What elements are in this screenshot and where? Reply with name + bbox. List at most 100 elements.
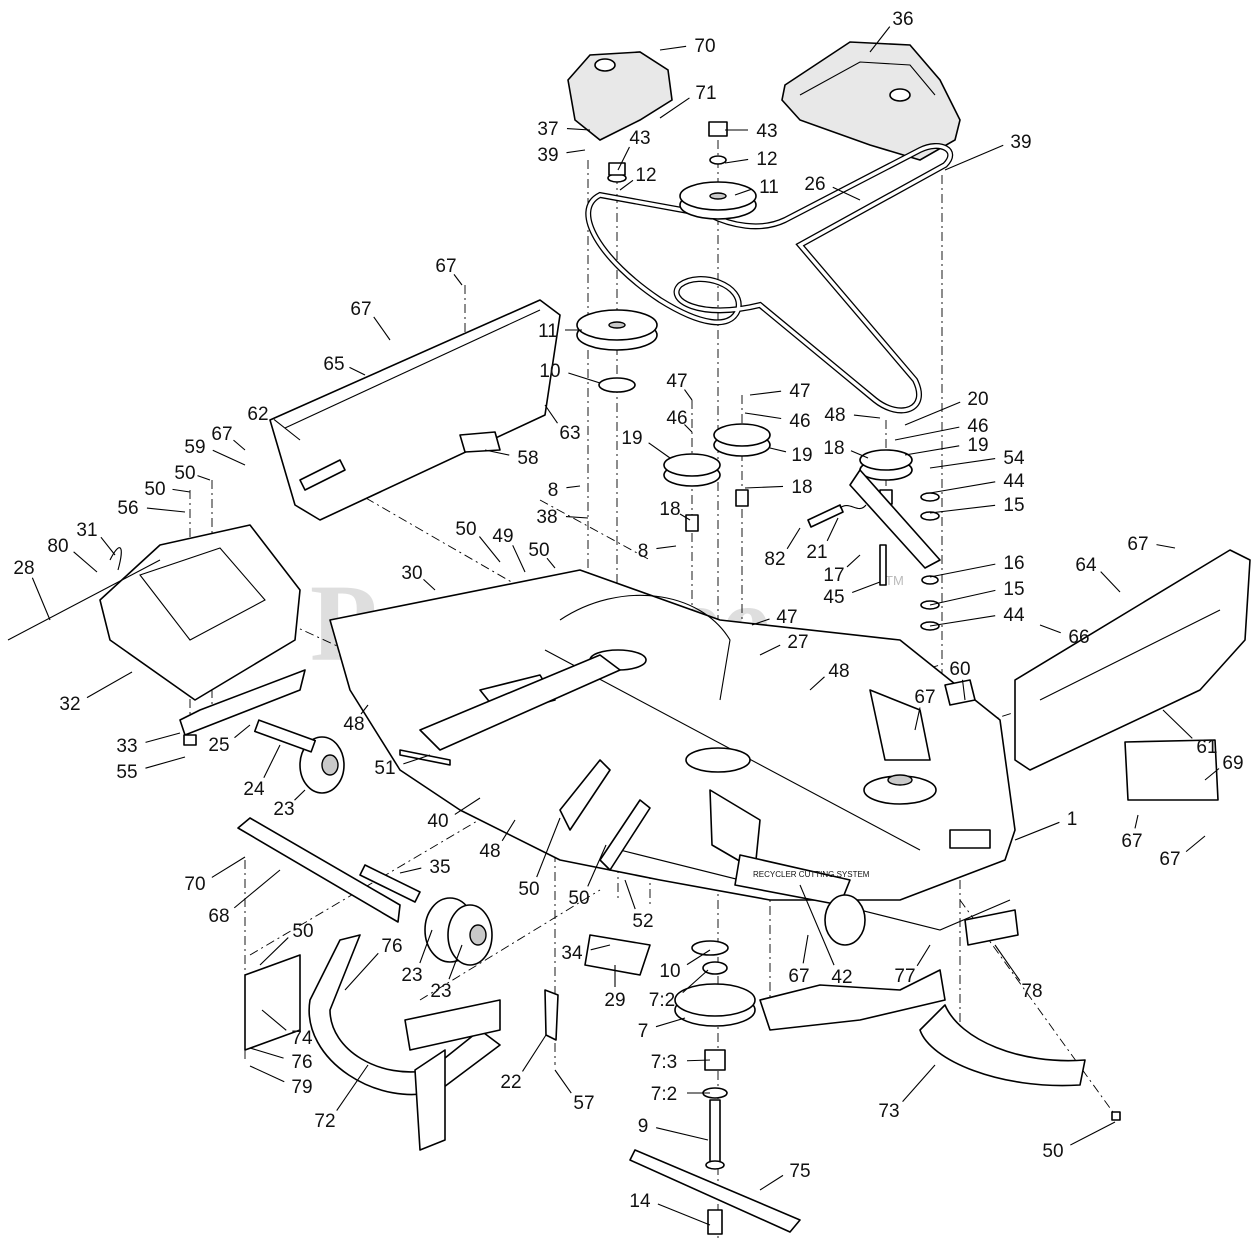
callout-60: 60 bbox=[949, 659, 971, 701]
callout-number: 48 bbox=[828, 661, 849, 682]
leader-line bbox=[832, 186, 861, 201]
leader-line bbox=[682, 969, 709, 994]
leader-line bbox=[479, 536, 501, 563]
leader-line bbox=[423, 578, 436, 591]
leader-line bbox=[656, 545, 677, 550]
callout-23: 23 bbox=[430, 944, 463, 1002]
leader-line bbox=[73, 551, 98, 573]
callout-31: 31 bbox=[76, 520, 116, 556]
callout-number: 8 bbox=[638, 541, 649, 562]
callout-number: 40 bbox=[427, 811, 448, 832]
callout-number: 11 bbox=[759, 177, 779, 198]
callout-number: 65 bbox=[323, 354, 344, 375]
callout-number: 16 bbox=[1003, 553, 1024, 574]
callout-number: 59 bbox=[184, 437, 205, 458]
callout-19: 19 bbox=[621, 428, 671, 459]
callout-number: 19 bbox=[621, 428, 642, 449]
callout-number: 50 bbox=[1042, 1141, 1063, 1162]
callout-69: 69 bbox=[1204, 753, 1244, 781]
callout-number: 43 bbox=[756, 121, 777, 142]
callout-number: 46 bbox=[967, 416, 988, 437]
leader-line bbox=[869, 26, 891, 53]
callout-7: 7 bbox=[638, 1017, 686, 1042]
callout-number: 72 bbox=[314, 1111, 335, 1132]
callout-number: 47 bbox=[789, 381, 810, 402]
leader-line bbox=[1070, 1121, 1116, 1146]
callout-number: 75 bbox=[789, 1161, 810, 1182]
callout-50: 50 bbox=[518, 817, 561, 900]
leader-line bbox=[546, 557, 556, 569]
leader-line bbox=[233, 439, 246, 451]
callout-1: 1 bbox=[1014, 809, 1077, 841]
leader-line bbox=[448, 944, 463, 980]
callout-54: 54 bbox=[929, 448, 1025, 469]
leader-line bbox=[619, 179, 634, 191]
callout-28: 28 bbox=[13, 558, 51, 621]
callout-number: 73 bbox=[878, 1101, 899, 1122]
callout-number: 22 bbox=[500, 1072, 521, 1093]
leader-line bbox=[656, 1127, 709, 1141]
callout-number: 69 bbox=[1222, 753, 1243, 774]
leader-line bbox=[1185, 835, 1206, 853]
callout-22: 22 bbox=[500, 1034, 547, 1093]
callout-15: 15 bbox=[929, 579, 1025, 606]
callout-number: 24 bbox=[243, 779, 265, 800]
callout-46: 46 bbox=[744, 411, 811, 432]
callout-number: 17 bbox=[823, 565, 844, 586]
callout-number: 64 bbox=[1075, 555, 1097, 576]
leader-line bbox=[786, 527, 801, 550]
callout-17: 17 bbox=[823, 554, 861, 586]
callout-number: 74 bbox=[291, 1028, 313, 1049]
callout-number: 66 bbox=[1068, 627, 1089, 648]
callout-24: 24 bbox=[243, 744, 281, 800]
callout-48: 48 bbox=[809, 661, 850, 691]
leader-line bbox=[522, 1034, 547, 1072]
callout-number: 26 bbox=[804, 174, 825, 195]
callout-67: 67 bbox=[211, 424, 246, 451]
leader-line bbox=[853, 414, 881, 419]
callout-number: 67 bbox=[914, 687, 935, 708]
mower-deck: RECYCLER CUTTING SYSTEM bbox=[329, 569, 1016, 931]
callout-66: 66 bbox=[1039, 624, 1090, 648]
callout-68: 68 bbox=[208, 869, 281, 927]
leader-line bbox=[249, 1065, 285, 1083]
callout-48: 48 bbox=[479, 819, 516, 862]
leader-line bbox=[146, 507, 186, 513]
leader-line bbox=[617, 146, 630, 171]
callout-20: 20 bbox=[904, 389, 989, 426]
callout-number: 56 bbox=[117, 498, 138, 519]
leader-line bbox=[769, 447, 787, 453]
callout-72: 72 bbox=[314, 1064, 369, 1132]
callout-number: 7:3 bbox=[651, 1052, 677, 1073]
leader-line bbox=[1162, 709, 1193, 739]
callout-58: 58 bbox=[484, 448, 539, 469]
callout-50: 50 bbox=[174, 463, 211, 484]
callout-number: 67 bbox=[211, 424, 232, 445]
callout-number: 39 bbox=[537, 145, 558, 166]
callout-number: 50 bbox=[518, 879, 539, 900]
leader-line bbox=[759, 1174, 784, 1191]
callout-number: 67 bbox=[1121, 831, 1142, 852]
callout-67: 67 bbox=[1159, 835, 1206, 870]
leader-line bbox=[929, 615, 996, 627]
callout-38: 38 bbox=[536, 507, 589, 528]
leader-line bbox=[624, 879, 636, 910]
callout-59: 59 bbox=[184, 437, 246, 466]
callout-48: 48 bbox=[343, 704, 369, 735]
leader-line bbox=[100, 536, 116, 556]
callout-10: 10 bbox=[539, 361, 601, 384]
callout-63: 63 bbox=[544, 404, 581, 444]
anti-scalp-wheels bbox=[253, 719, 866, 966]
callout-16: 16 bbox=[929, 553, 1025, 578]
callout-number: 7:2 bbox=[651, 1084, 677, 1105]
leader-line bbox=[929, 458, 996, 469]
callout-number: 80 bbox=[47, 536, 68, 557]
callout-number: 55 bbox=[116, 762, 137, 783]
leader-line bbox=[501, 819, 516, 842]
callout-43: 43 bbox=[725, 121, 778, 142]
callout-number: 23 bbox=[430, 981, 451, 1002]
callout-12: 12 bbox=[619, 165, 657, 191]
leader-line bbox=[453, 274, 463, 286]
callout-67: 67 bbox=[788, 934, 810, 987]
